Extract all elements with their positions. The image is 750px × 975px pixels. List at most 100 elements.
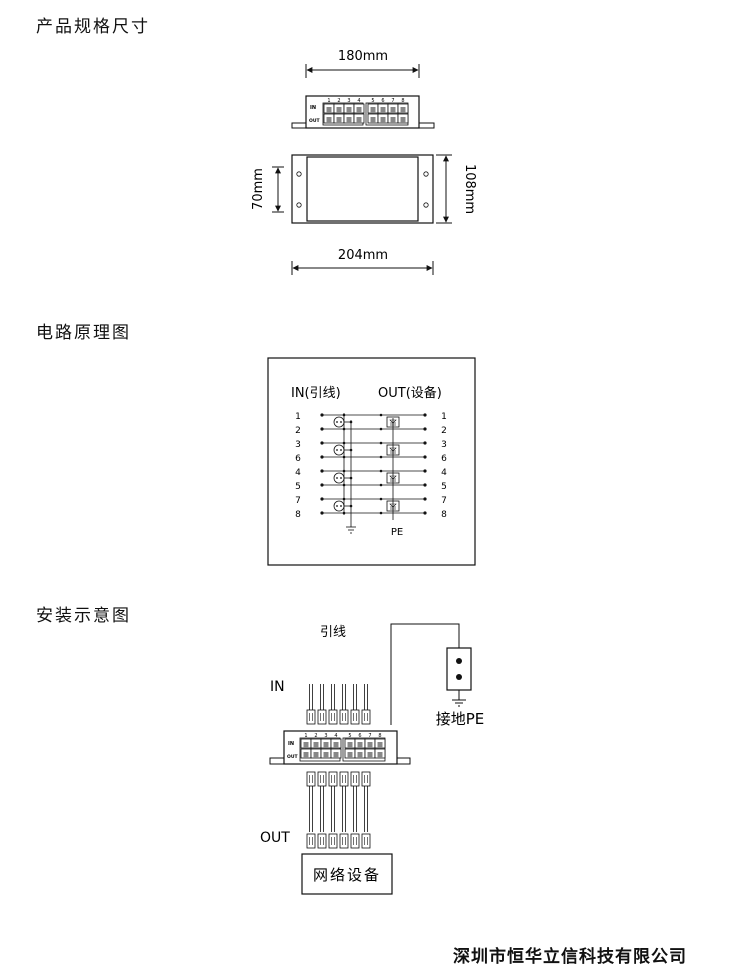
inner-height-label: 70mm [251,168,266,210]
schematic-pin-in: 2 [295,426,301,436]
rj45-port-in [354,738,366,749]
network-device-box [301,853,393,895]
rj45-plug-icon [339,771,349,787]
rj45-port-in [333,103,345,114]
install-device-out-label: OUT [287,754,298,760]
ground-terminal [446,647,472,691]
front-out-label: OUT [309,118,320,124]
rj45-port-in [330,738,342,749]
install-device-in-label: IN [288,741,294,747]
schematic-pin-out: 4 [441,468,447,478]
rj45-port-out [387,113,399,124]
section-title-schematic: 电路原理图 [36,323,131,343]
schematic-pin-in: 1 [295,412,301,422]
rj45-port-in [353,103,365,114]
rj45-port-out [333,113,345,124]
rj45-port-out [374,748,386,759]
rj45-port-out [300,748,312,759]
gas-discharge-tube-icon [333,472,345,484]
schematic-pin-out: 6 [441,454,447,464]
port-number: 7 [368,733,371,739]
rj45-port-out [377,113,389,124]
section-title-install: 安装示意图 [36,606,131,626]
rj45-plug-icon [317,833,327,849]
port-number: 3 [324,733,327,739]
schematic-pin-out: 3 [441,440,447,450]
gas-discharge-tube-icon [333,500,345,512]
rj45-port-out [310,748,322,759]
lead-label: 引线 [320,625,346,640]
schematic-pin-out: 5 [441,482,447,492]
rj45-port-out [364,748,376,759]
rj45-port-in [344,738,356,749]
gas-discharge-tube-icon [333,416,345,428]
rj45-plug-icon [317,709,327,725]
rj45-port-in [364,738,376,749]
port-number: 6 [358,733,361,739]
schematic-pin-in: 7 [295,496,301,506]
rj45-port-out [354,748,366,759]
schematic-in-header: IN(引线) [291,386,341,401]
rj45-port-out [320,748,332,759]
rj45-plug-icon [328,709,338,725]
schematic-pin-out: 2 [441,426,447,436]
rj45-port-out [367,113,379,124]
gas-discharge-tube-icon [333,444,345,456]
bottom-width-label: 204mm [338,248,388,263]
front-in-label: IN [310,105,316,111]
schematic-pin-in: 5 [295,482,301,492]
rj45-port-out [330,748,342,759]
schematic-pin-in: 3 [295,440,301,450]
rj45-port-in [387,103,399,114]
rj45-plug-icon [328,833,338,849]
rj45-plug-icon [306,709,316,725]
section-title-dimensions: 产品规格尺寸 [36,17,150,37]
rj45-port-in [323,103,335,114]
rj45-port-out [353,113,365,124]
mount-hole [423,202,429,208]
rj45-plug-icon [339,833,349,849]
rj45-port-in [367,103,379,114]
top-width-label: 180mm [338,49,388,64]
schematic-frame [267,357,476,566]
mount-hole [423,171,429,177]
port-number: 4 [357,98,360,104]
rj45-plug-icon [339,709,349,725]
rj45-port-in [343,103,355,114]
rj45-plug-icon [317,771,327,787]
rj45-plug-icon [328,771,338,787]
rj45-plug-icon [361,833,371,849]
schematic-pe-label: PE [391,527,403,538]
port-number: 8 [401,98,404,104]
schematic-pin-in: 4 [295,468,301,478]
rj45-plug-icon [350,709,360,725]
port-number: 5 [371,98,374,104]
rj45-plug-icon [350,833,360,849]
rj45-plug-icon [306,771,316,787]
port-number: 5 [348,733,351,739]
rj45-port-out [323,113,335,124]
port-number: 2 [314,733,317,739]
rj45-port-in [320,738,332,749]
company-name: 深圳市恒华立信科技有限公司 [453,947,687,967]
rj45-port-in [377,103,389,114]
network-device-label: 网络设备 [313,866,381,884]
port-number: 7 [391,98,394,104]
port-number: 2 [337,98,340,104]
port-number: 6 [381,98,384,104]
ground-pe-label: 接地PE [436,710,485,728]
port-number: 4 [334,733,337,739]
mount-hole [296,202,302,208]
rj45-plug-icon [361,771,371,787]
schematic-pin-out: 7 [441,496,447,506]
schematic-pin-out: 1 [441,412,447,422]
mount-hole [296,171,302,177]
device-top-view [291,154,434,224]
rj45-port-in [300,738,312,749]
